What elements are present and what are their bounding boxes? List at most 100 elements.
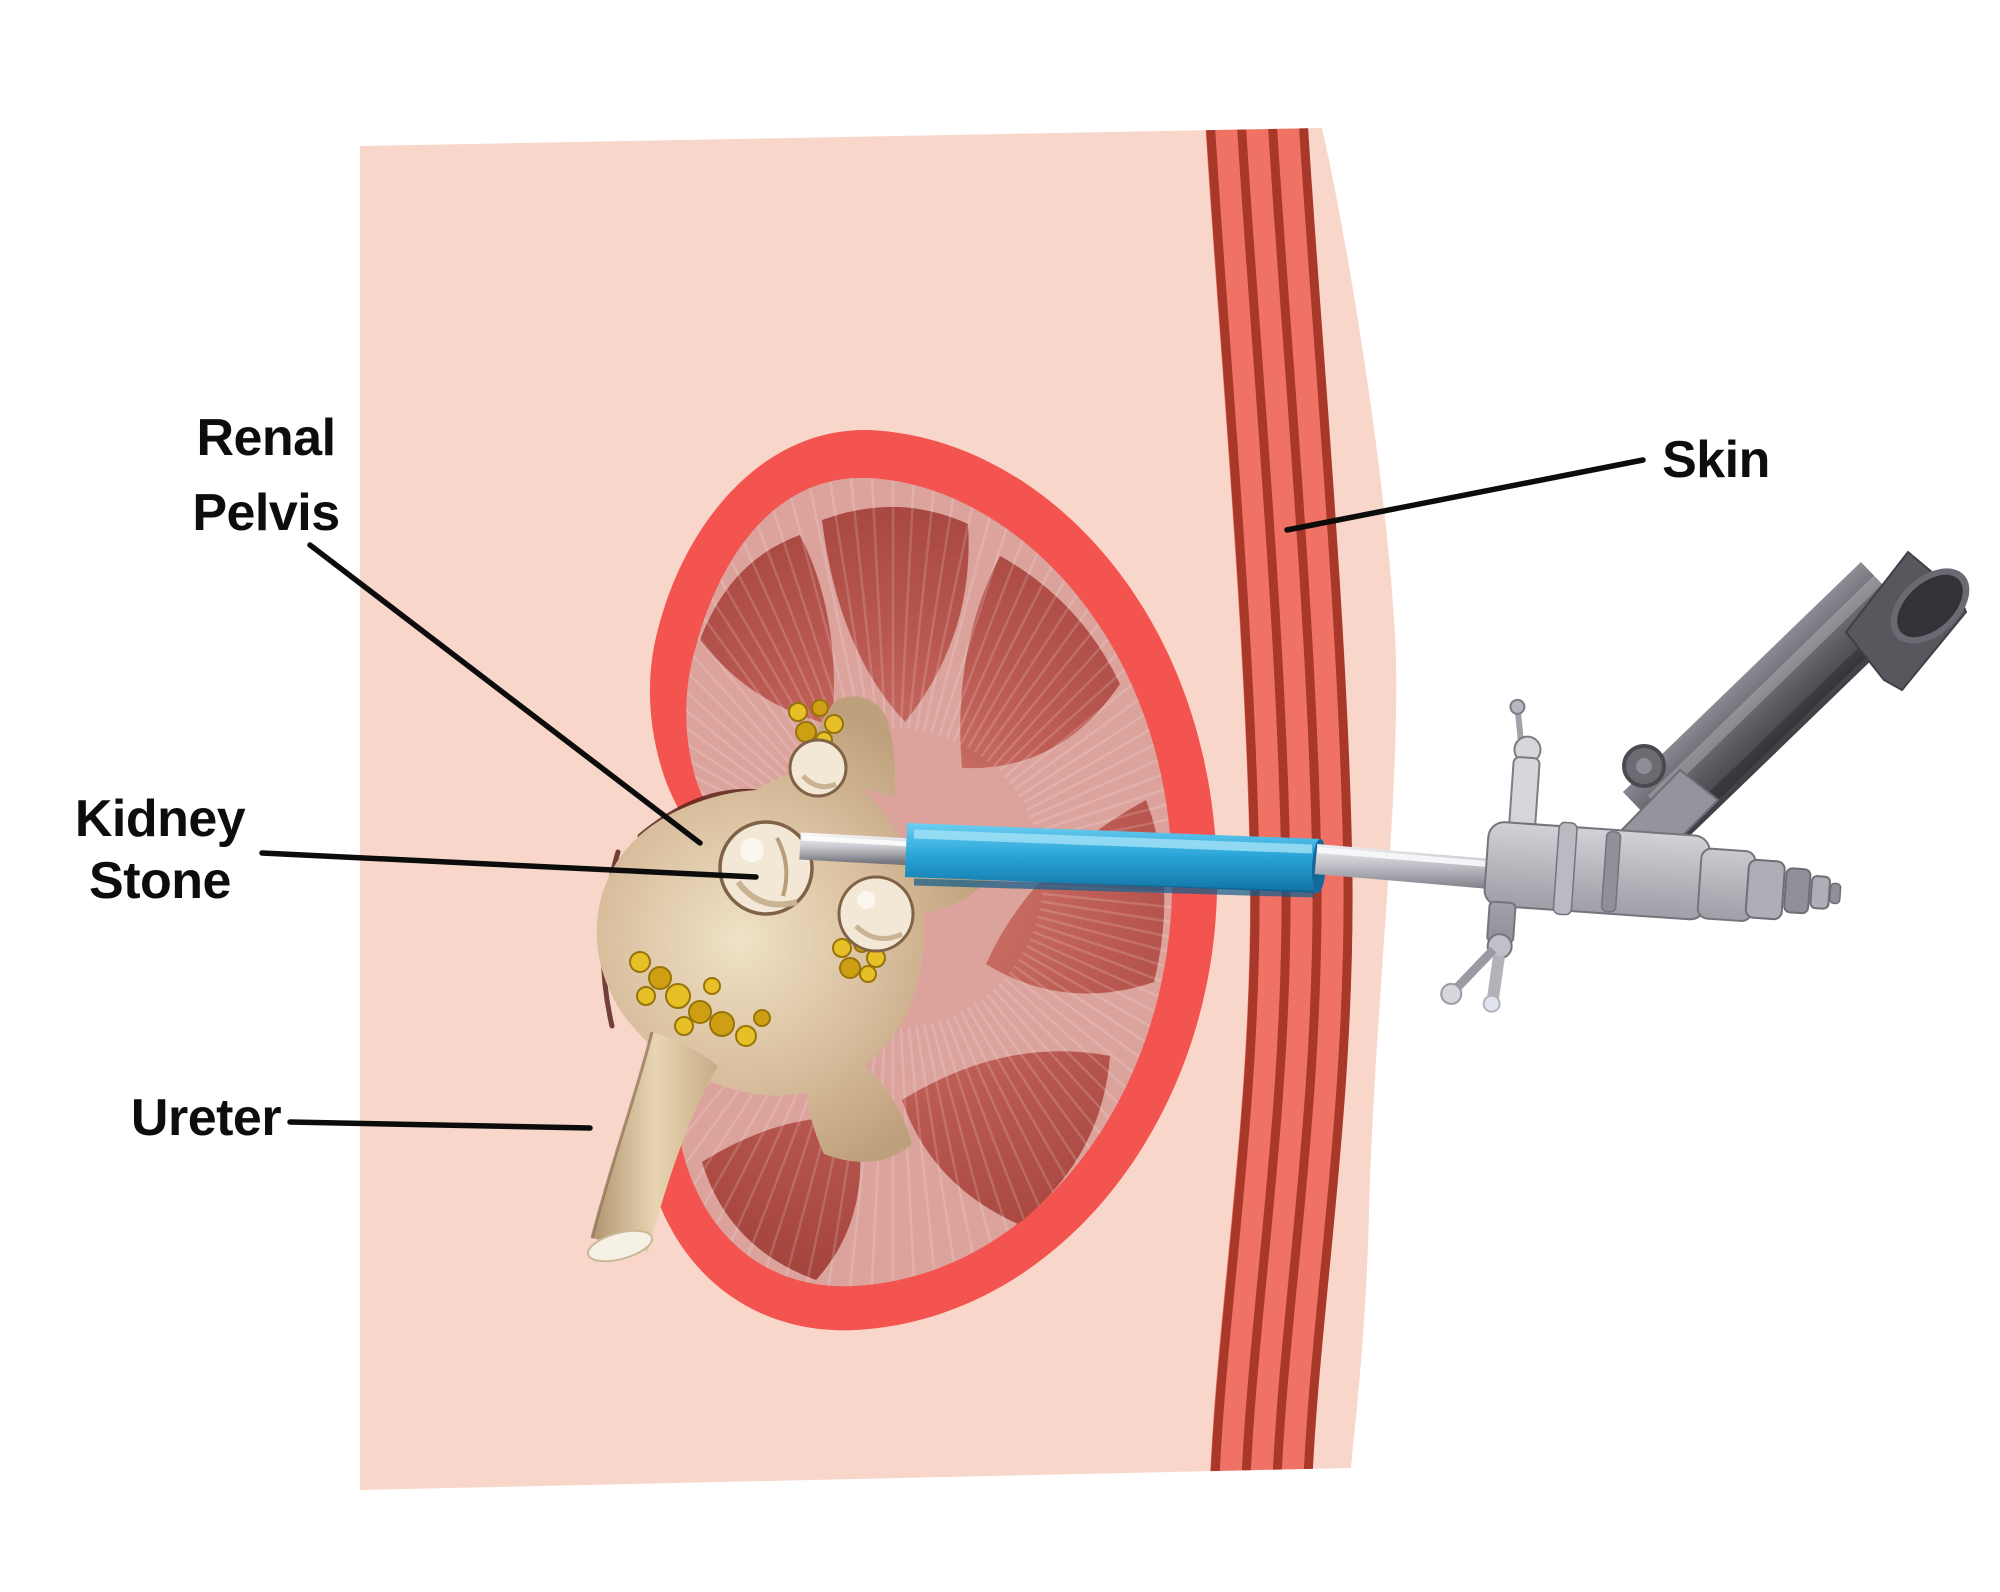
skin-band-stripe (1298, 128, 1353, 1490)
cortex-striation-line (1037, 915, 1173, 994)
stone-shading (775, 837, 789, 897)
leader-line-skin (1284, 457, 1646, 533)
cortex-striation-line (907, 1027, 941, 1287)
gravel-pebble (636, 986, 656, 1006)
label-kidney-stone-line2: Stone (89, 852, 231, 910)
kidney-stone-lower (837, 875, 915, 953)
inner-shaft (799, 832, 913, 866)
stone-shading (854, 924, 904, 941)
cortex-striation-line (676, 677, 760, 812)
cortex-striation-line (676, 656, 764, 805)
outer-shaft (1314, 844, 1504, 890)
light-post-knob-center (1636, 758, 1652, 774)
cortex-striation-line (676, 618, 773, 791)
renal-pyramids (700, 506, 1165, 1280)
sheath-shadow (913, 878, 1315, 898)
cortex-striation-line (899, 477, 918, 729)
stone-highlight (857, 891, 875, 909)
cortex-striation-line (1003, 582, 1173, 779)
ureter-tube (586, 1031, 718, 1263)
cortex-striation-line (1008, 600, 1173, 785)
labels: Renal Pelvis Kidney Stone Ureter Skin (75, 409, 1771, 1147)
renal-pyramid (902, 1051, 1110, 1224)
drain-rod-tip (1482, 994, 1501, 1013)
gravel-pebble (703, 977, 721, 995)
cortex-striation-line (676, 637, 768, 798)
cortex-striation-line (1035, 923, 1173, 1016)
stopcock-lever-tip (1509, 698, 1526, 715)
cortex-striation-line (1008, 971, 1173, 1156)
gravel-pebble (648, 966, 672, 990)
stopcock-upper (1508, 698, 1542, 833)
label-ureter: Ureter (131, 1089, 281, 1147)
kidney-stone-top (788, 738, 848, 798)
cortex-striation-line (1022, 656, 1173, 805)
stone-body (837, 875, 915, 953)
cortex-striation-line (1022, 951, 1173, 1100)
gravel-pebble (859, 965, 877, 983)
cortex-striation-line (868, 1027, 887, 1287)
label-renal-pelvis-line2: Pelvis (192, 484, 339, 542)
gravel-pebble (811, 699, 829, 717)
nephroscope-sheath (904, 823, 1327, 898)
stopcock-lower (1440, 900, 1517, 1013)
label-renal-pelvis-line1: Renal (196, 409, 335, 467)
cortex-striation-line (676, 582, 783, 779)
cortex-striation-line (1018, 637, 1173, 798)
cortex-striation-line (676, 600, 778, 785)
cortex-striation-line (676, 550, 794, 768)
nephroscope (799, 550, 1970, 1013)
nozzle-segment (1809, 875, 1831, 910)
cortex-striation-line (800, 477, 864, 732)
cortex-striation-line (1013, 965, 1173, 1138)
eyepiece-tube-highlight (1647, 573, 1885, 805)
cortex-striation-line (676, 521, 806, 758)
stopcock-lever-tip (1440, 982, 1463, 1005)
cortex-striation-line (899, 1027, 918, 1287)
outer-shaft-highlight (1317, 847, 1501, 868)
gravel-pebble (753, 1009, 771, 1027)
gravel-pebble (674, 1016, 694, 1036)
leader-line-renal-pelvis (307, 542, 703, 846)
ureter-cut-end (586, 1229, 654, 1263)
eyepiece-opening (1897, 574, 1963, 638)
ureter-edge (590, 1031, 654, 1239)
renal-pyramid (960, 556, 1120, 769)
cortex-striation-line (1003, 977, 1173, 1174)
renal-pyramid (700, 535, 834, 725)
cortex-striation-line (1041, 900, 1173, 949)
cortex-striation-line (1039, 907, 1173, 971)
gravel-pebble (735, 1025, 757, 1047)
gravel-cluster (629, 951, 771, 1047)
cortex-striation-line (1018, 958, 1173, 1119)
nephroscope-body (1440, 698, 1842, 1013)
stone-shading (801, 774, 838, 790)
drain-rod (1487, 955, 1505, 999)
cortex-striation-line (845, 477, 879, 729)
nozzle-segment (1744, 858, 1786, 921)
leader-line-ureter (287, 1119, 593, 1131)
cortex-striation-line (1013, 618, 1173, 791)
cortex-striation-line (868, 477, 887, 729)
stopcock-lever (1452, 946, 1497, 993)
inner-shaft-highlight (801, 835, 911, 847)
cortex-striation-line (1042, 892, 1173, 926)
nephroscope-inner-shaft-tip (799, 832, 913, 866)
leader-lines (259, 457, 1646, 1131)
gravel-pebble (709, 1011, 735, 1037)
renal-calyx-lower (806, 1044, 912, 1162)
label-kidney-stone-line1: Kidney (75, 790, 246, 848)
ureter-body (592, 1032, 718, 1252)
sheath-highlight (913, 829, 1313, 854)
renal-pyramid (822, 506, 969, 722)
gravel-pebble (629, 951, 651, 973)
label-skin: Skin (1662, 431, 1770, 489)
cortex-striation-line (1035, 740, 1173, 833)
cortex-striation-line (777, 477, 856, 734)
renal-pyramid (702, 1117, 861, 1280)
gravel-pebble (839, 957, 861, 979)
stone-body (788, 738, 848, 798)
gravel-pebble (665, 983, 691, 1009)
body-ring (1600, 830, 1622, 913)
